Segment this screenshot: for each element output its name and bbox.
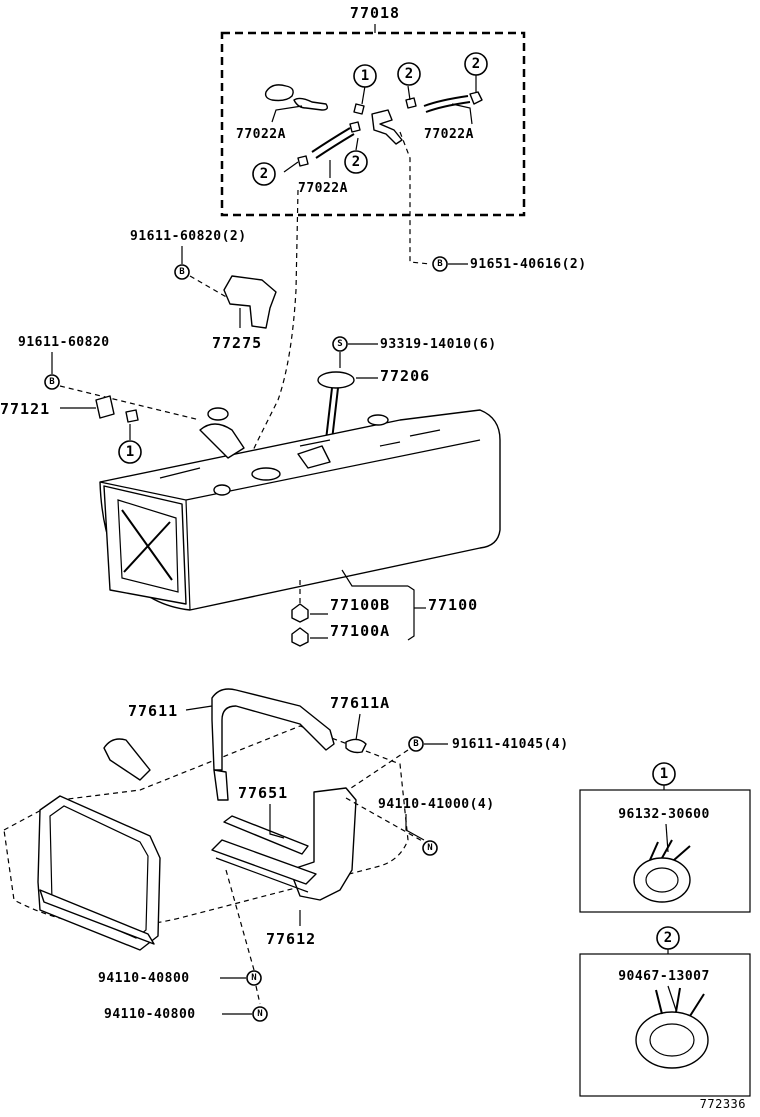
- hose-route-leader: [239, 189, 299, 479]
- marker-2-circle: [252, 162, 276, 186]
- bolt-b-icon: [432, 256, 448, 272]
- tank-mounting-group: [3, 688, 409, 951]
- screw-s-icon: [332, 336, 348, 352]
- callout-77022a-3: 77022A: [298, 181, 348, 196]
- cap-part: [264, 84, 294, 102]
- inlet-77121-part: [95, 395, 115, 419]
- pad-77651-part: [223, 815, 309, 855]
- tank-neck-outline: [103, 738, 151, 781]
- bracket-77275-part: [223, 275, 277, 329]
- callout-91611-60820-2: 91611-60820(2): [130, 229, 247, 244]
- callout-77275: 77275: [212, 334, 262, 352]
- marker-1-circle: [118, 440, 142, 464]
- inset-1-part-number: 96132-30600: [618, 807, 710, 822]
- nut-n-icon: [252, 1006, 268, 1022]
- marker-2-circle: [397, 62, 421, 86]
- nut-n-icon: [246, 970, 262, 986]
- gasket-part: [291, 627, 309, 647]
- svg-text:2: 2: [405, 66, 413, 82]
- marker-1-circle: [353, 64, 377, 88]
- inset-2-part-number: 90467-13007: [618, 969, 710, 984]
- callout-77651: 77651: [238, 784, 288, 802]
- marker-2-circle: [464, 52, 488, 76]
- bolt-b-icon: [408, 736, 424, 752]
- svg-text:1: 1: [361, 68, 369, 84]
- svg-text:1: 1: [126, 444, 134, 460]
- assembly-77018-group: 77018 77022A 77022A 77022A 1 2 2: [220, 4, 526, 217]
- svg-text:B: B: [49, 377, 55, 387]
- svg-text:S: S: [337, 339, 342, 349]
- marker-2-circle: [344, 150, 368, 174]
- clip-part: [293, 97, 329, 111]
- pad-77612-part: [211, 839, 317, 885]
- callout-77611: 77611: [128, 702, 178, 720]
- svg-text:2: 2: [472, 56, 480, 72]
- callout-94110-40800-a: 94110-40800: [98, 971, 190, 986]
- callout-77612: 77612: [266, 930, 316, 948]
- callout-77100: 77100: [428, 596, 478, 614]
- callout-77121: 77121: [0, 400, 50, 418]
- hose-clamp-96132-icon: [633, 857, 691, 903]
- inset-clamp-2: 2 90467-13007: [579, 926, 751, 1097]
- clamp-bolt-leader: [399, 131, 431, 265]
- drain-plug-part: [291, 603, 309, 623]
- band-77611-part: [211, 688, 335, 771]
- nut-n-icon: [422, 840, 438, 856]
- svg-text:N: N: [257, 1009, 262, 1019]
- svg-text:B: B: [413, 739, 419, 749]
- connector-part: [371, 109, 403, 145]
- svg-text:N: N: [427, 843, 432, 853]
- svg-text:B: B: [437, 259, 443, 269]
- callout-77611a: 77611A: [330, 694, 390, 712]
- band-frame-front: [37, 795, 161, 951]
- callout-94110-41000: 94110-41000(4): [378, 797, 495, 812]
- bolt-b-icon: [174, 264, 190, 280]
- callout-77206: 77206: [380, 367, 430, 385]
- svg-text:B: B: [179, 267, 185, 277]
- filler-neck-part: [199, 423, 245, 459]
- assembly-number: 77018: [350, 4, 400, 22]
- diagram-id: 772336: [700, 1097, 746, 1111]
- band-77611a-part: [345, 738, 367, 754]
- svg-text:2: 2: [352, 154, 360, 170]
- callout-91651-40616: 91651-40616(2): [470, 257, 587, 272]
- svg-text:N: N: [251, 973, 256, 983]
- callout-94110-40800-b: 94110-40800: [104, 1007, 196, 1022]
- gauge-77206-part: [317, 371, 355, 389]
- bolt-b-icon: [44, 374, 60, 390]
- callout-77100b: 77100B: [330, 596, 390, 614]
- callout-91611-41045: 91611-41045(4): [452, 737, 569, 752]
- inset-clamp-1: 1 96132-30600: [579, 762, 751, 913]
- assembly-boundary: [220, 31, 526, 217]
- callout-77022a-2: 77022A: [424, 127, 474, 142]
- svg-text:1: 1: [660, 766, 668, 782]
- tank-outline-dashed: [3, 725, 409, 927]
- svg-text:2: 2: [260, 166, 268, 182]
- callout-77100a: 77100A: [330, 622, 390, 640]
- fuel-tank-body: [99, 407, 501, 611]
- hose-clamp-90467-icon: [635, 1011, 709, 1069]
- callout-93319-14010: 93319-14010(6): [380, 337, 497, 352]
- svg-text:2: 2: [664, 930, 672, 946]
- callout-91611-60820: 91611-60820: [18, 335, 110, 350]
- callout-77022a-1: 77022A: [236, 127, 286, 142]
